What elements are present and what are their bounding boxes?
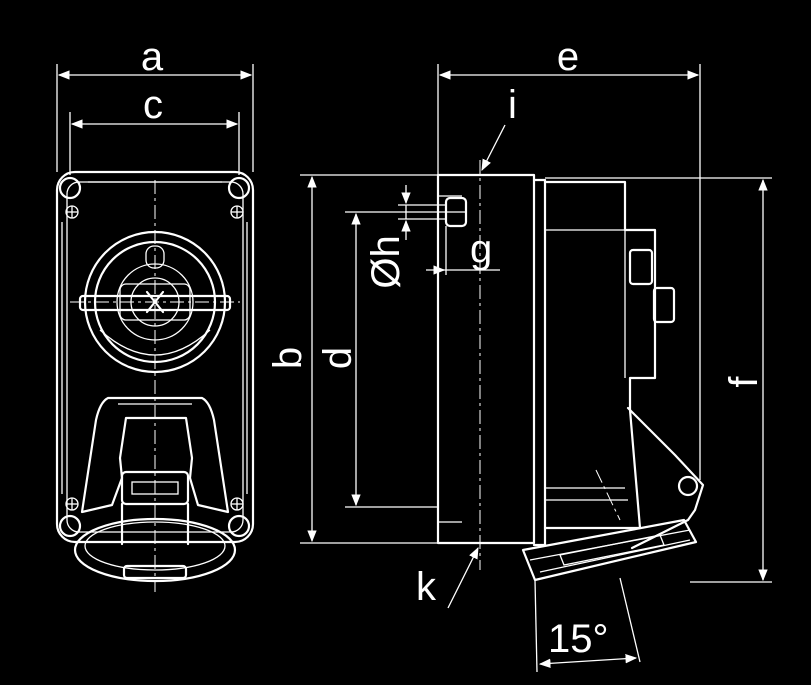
corner-screw-top-right bbox=[227, 176, 251, 219]
dimension-e: e bbox=[437, 35, 701, 480]
dimension-c: c bbox=[69, 83, 240, 175]
side-housing bbox=[543, 180, 657, 530]
dimension-k: k bbox=[416, 546, 479, 609]
side-view bbox=[436, 160, 705, 582]
label-f: f bbox=[722, 376, 766, 388]
label-b: b bbox=[266, 347, 310, 369]
label-g: g bbox=[470, 227, 492, 271]
corner-screw-bottom-left bbox=[58, 497, 82, 538]
label-c: c bbox=[143, 83, 163, 127]
label-k: k bbox=[416, 565, 437, 609]
dimension-angle: 15° bbox=[534, 577, 641, 673]
tilted-cover bbox=[521, 406, 705, 582]
label-angle: 15° bbox=[548, 617, 609, 661]
dimension-f: f bbox=[545, 177, 772, 583]
dimension-i: i bbox=[481, 83, 517, 172]
corner-screw-top-left bbox=[58, 176, 82, 219]
dimension-g: g bbox=[426, 226, 500, 275]
dimension-a: a bbox=[56, 35, 254, 172]
side-latch bbox=[652, 286, 676, 324]
label-h: Øh bbox=[364, 235, 408, 288]
dimension-d: d bbox=[316, 211, 446, 508]
label-i: i bbox=[508, 83, 517, 127]
switch-knob bbox=[628, 248, 654, 286]
dimension-b: b bbox=[266, 174, 438, 544]
label-e: e bbox=[557, 35, 579, 79]
label-a: a bbox=[141, 35, 164, 79]
side-base bbox=[436, 173, 536, 545]
dimension-h: Øh bbox=[364, 185, 446, 289]
corner-screw-bottom-right bbox=[227, 497, 251, 538]
front-view bbox=[55, 170, 255, 592]
label-d: d bbox=[316, 347, 360, 369]
